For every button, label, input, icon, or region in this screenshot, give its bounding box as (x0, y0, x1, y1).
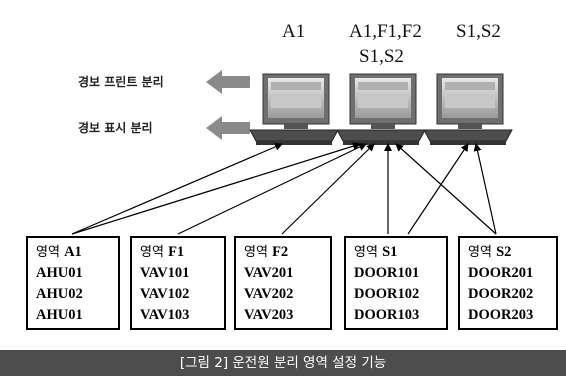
alarm-print-label: 경보 프린트 분리 (78, 75, 164, 89)
zone-code: F2 (272, 244, 289, 260)
alarm-print-arrow-icon (206, 70, 250, 94)
zone-item: VAV101 (140, 265, 190, 281)
zone-prefix: 영역 (36, 245, 60, 260)
zone-item: DOOR101 (354, 265, 420, 281)
zone-prefix: 영역 (140, 245, 164, 260)
zone-item: VAV203 (244, 307, 294, 323)
workstation-1-computer-icon (249, 73, 339, 145)
zone-box-s2: 영역 S2 DOOR201 DOOR202 DOOR203 (458, 236, 558, 330)
zone-item: DOOR103 (354, 307, 420, 323)
zone-box-f1: 영역 F1 VAV101 VAV102 VAV103 (130, 236, 226, 330)
zone-header: 영역 A1 (36, 242, 118, 263)
connector-a1-ws2 (71, 142, 361, 235)
workstation-2-label-line1: A1,F1,F2 (349, 21, 422, 42)
zone-item: VAV201 (244, 265, 294, 281)
connector-s1-ws3 (407, 143, 469, 235)
zone-prefix: 영역 (244, 245, 268, 260)
zone-item: AHU02 (36, 286, 83, 302)
zone-item: DOOR102 (354, 286, 420, 302)
zone-box-s1: 영역 S1 DOOR101 DOOR102 DOOR103 (344, 236, 448, 330)
zone-header: 영역 F2 (244, 242, 330, 263)
zone-code: A1 (64, 244, 82, 260)
zone-code: S2 (496, 244, 512, 260)
zone-item: VAV102 (140, 286, 190, 302)
workstation-2-computer-icon (336, 73, 426, 145)
connector-f1-ws2 (177, 143, 367, 235)
zone-item: DOOR201 (468, 265, 534, 281)
figure-caption: [그림 2] 운전원 분리 영역 설정 기능 (0, 350, 566, 376)
workstation-2-label-line2: S1,S2 (359, 46, 404, 67)
zone-box-a1: 영역 A1 AHU01 AHU02 AHU01 (26, 236, 120, 330)
alarm-display-label: 경보 표시 분리 (78, 121, 153, 135)
connector-s2-ws2 (395, 143, 497, 235)
zone-item: DOOR203 (468, 307, 534, 323)
connector-a1-ws1 (71, 143, 283, 235)
alarm-display-arrow-icon (206, 116, 250, 140)
zone-prefix: 영역 (468, 245, 492, 260)
zone-header: 영역 S1 (354, 242, 446, 263)
workstation-3-computer-icon (423, 73, 513, 145)
workstation-3-label: S1,S2 (456, 21, 501, 42)
zone-item: DOOR202 (468, 286, 534, 302)
zone-header: 영역 S2 (468, 242, 556, 263)
zone-prefix: 영역 (354, 245, 378, 260)
connector-s2-ws3 (473, 143, 497, 235)
zone-header: 영역 F1 (140, 242, 224, 263)
zone-code: F1 (168, 244, 185, 260)
zone-item: AHU01 (36, 307, 83, 323)
zone-item: VAV202 (244, 286, 294, 302)
workstation-1-label: A1 (282, 21, 306, 42)
zone-item: VAV103 (140, 307, 190, 323)
zone-box-f2: 영역 F2 VAV201 VAV202 VAV203 (234, 236, 332, 330)
connection-lines (71, 142, 497, 235)
connector-f2-ws2 (281, 143, 375, 235)
zone-code: S1 (382, 244, 398, 260)
zone-item: AHU01 (36, 265, 83, 281)
